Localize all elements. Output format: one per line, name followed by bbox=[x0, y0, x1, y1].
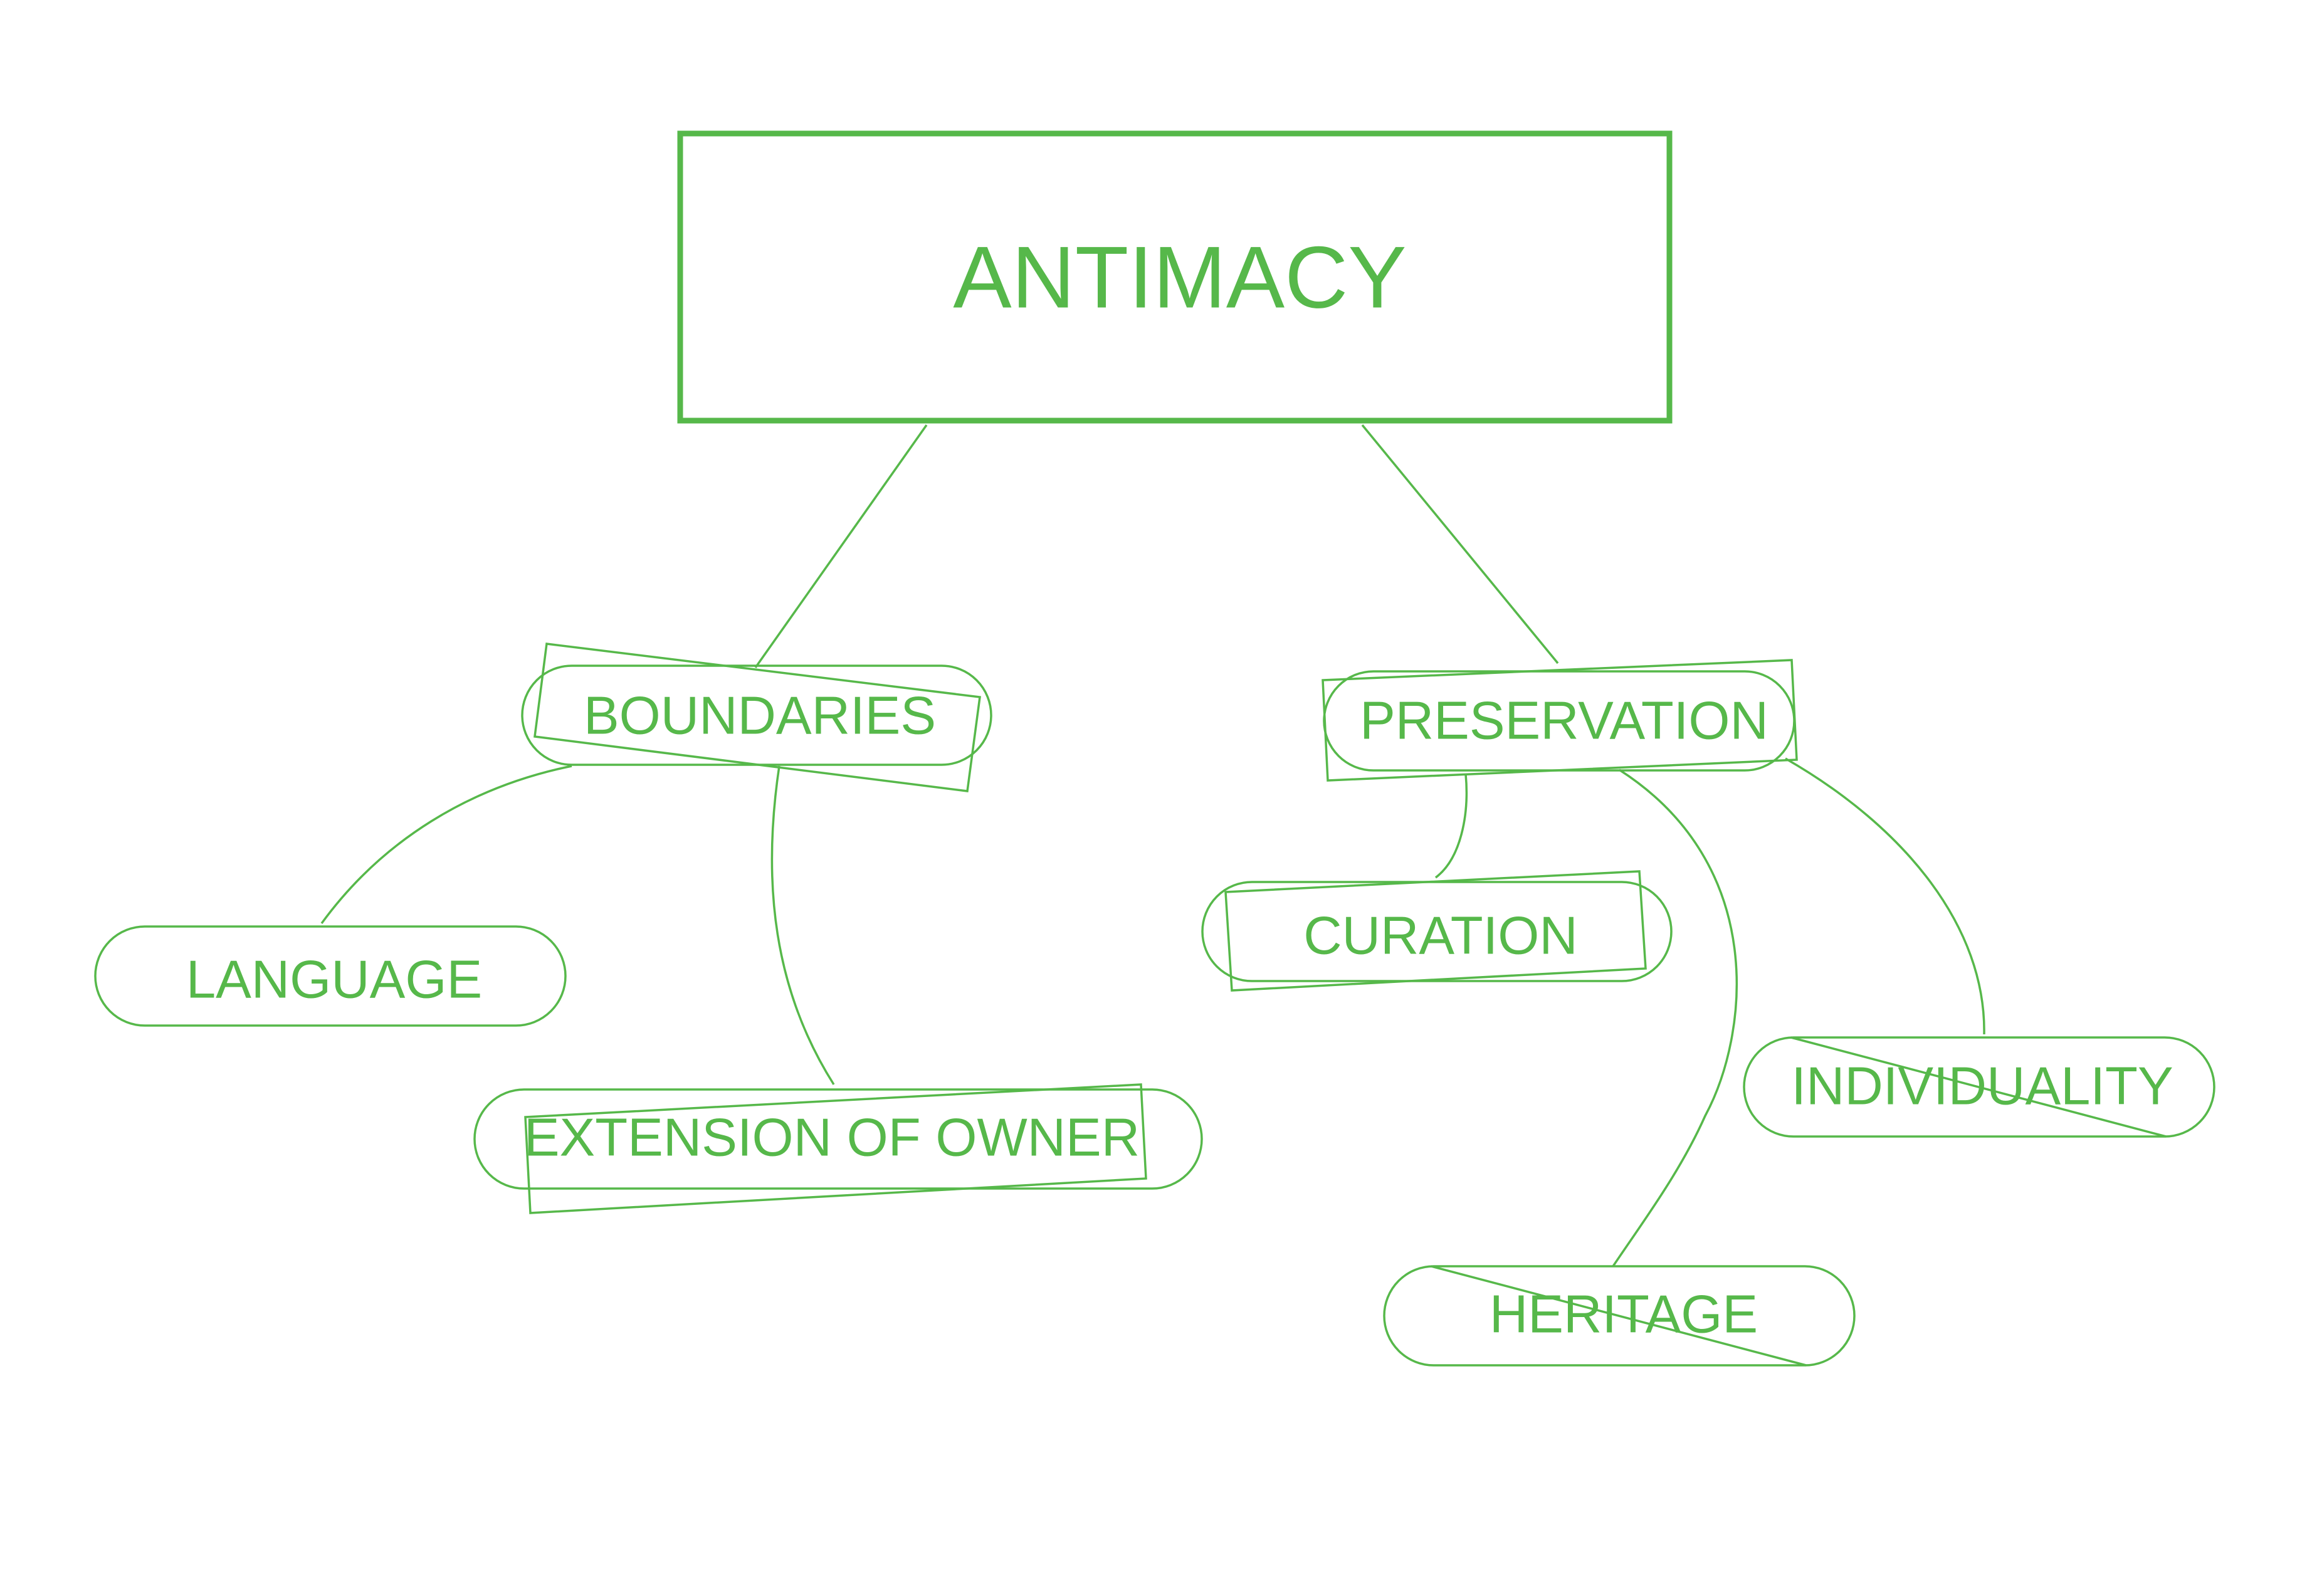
connector-root-preservation bbox=[1361, 424, 1559, 664]
node-language: LANGUAGE bbox=[94, 925, 567, 1027]
node-individuality-strike-line bbox=[1790, 1036, 2167, 1138]
node-extension-of-owner-pill bbox=[473, 1088, 1203, 1190]
node-curation-label: CURATION bbox=[1303, 906, 1578, 966]
node-heritage-strike-line bbox=[1431, 1265, 1807, 1367]
node-extension-of-owner: EXTENSION OF OWNER bbox=[473, 1083, 1203, 1214]
connector-boundaries-extension bbox=[770, 765, 835, 1085]
connector-preservation-individuality bbox=[1785, 757, 1985, 1035]
node-boundaries: BOUNDARIES bbox=[521, 643, 992, 792]
connector-preservation-heritage bbox=[1612, 769, 1738, 1267]
node-curation: CURATION bbox=[1201, 870, 1673, 992]
connector-preservation-curation bbox=[1434, 774, 1468, 879]
node-heritage: HERITAGE bbox=[1383, 1265, 1856, 1367]
node-preservation-label: PRESERVATION bbox=[1360, 691, 1768, 751]
node-extension-of-owner-tilted-frame bbox=[524, 1083, 1147, 1214]
node-language-pill bbox=[94, 925, 567, 1027]
node-individuality-label: INDIVIDUALITY bbox=[1791, 1057, 2173, 1116]
root-node-box bbox=[677, 130, 1673, 424]
node-extension-of-owner-label: EXTENSION OF OWNER bbox=[524, 1108, 1140, 1168]
connector-root-boundaries bbox=[754, 424, 928, 669]
node-heritage-label: HERITAGE bbox=[1490, 1285, 1758, 1345]
connector-boundaries-language bbox=[320, 765, 572, 925]
node-heritage-pill bbox=[1383, 1265, 1856, 1367]
connector-lines bbox=[320, 424, 1985, 1267]
root-node: ANTIMACY bbox=[677, 130, 1673, 424]
node-boundaries-tilted-frame bbox=[533, 643, 981, 792]
node-language-label: LANGUAGE bbox=[186, 950, 482, 1010]
node-preservation: PRESERVATION bbox=[1322, 659, 1798, 782]
node-individuality: INDIVIDUALITY bbox=[1743, 1036, 2215, 1138]
node-individuality-pill bbox=[1743, 1036, 2215, 1138]
node-boundaries-label: BOUNDARIES bbox=[584, 686, 936, 746]
node-preservation-tilted-frame bbox=[1322, 659, 1798, 782]
node-curation-tilted-frame bbox=[1224, 870, 1647, 992]
root-node-label: ANTIMACY bbox=[953, 228, 1406, 327]
